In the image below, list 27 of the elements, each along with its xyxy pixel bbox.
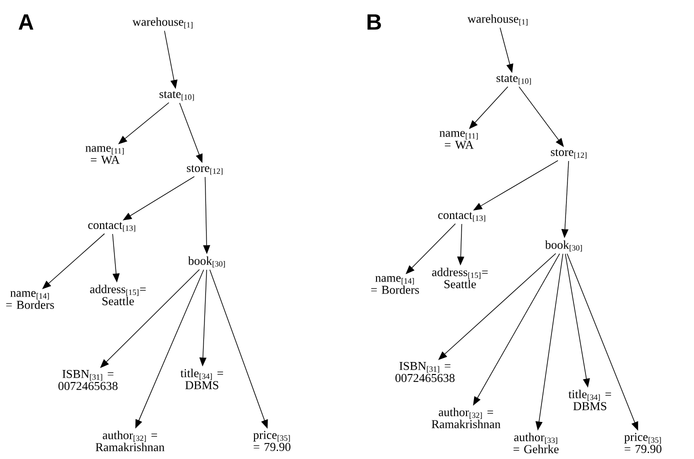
- tree-node-label: store$_{[12]}$: [550, 149, 586, 159]
- tree-node-label: name$_{[14]}$ = Borders: [371, 276, 419, 294]
- tree-node-label: price$_{[35]}$ = 79.90: [253, 430, 290, 452]
- tree-node-label: book$_{[30]}$: [188, 256, 225, 268]
- tree-node-label: book$_{[30]}$: [545, 240, 582, 252]
- tree-node-label: warehouse$_{[1]}$: [132, 17, 192, 29]
- panel-letter: A: [18, 14, 34, 30]
- tree-node-label: ISBN$_{[31]}$ = 0072465638: [58, 370, 118, 390]
- tree-node-label: address$_{[15]}$= Seattle: [432, 268, 488, 288]
- tree-node-label: author$_{[32]}$ = Ramakrishnan: [432, 408, 500, 428]
- tree-node-label: title$_{[34]}$ = DBMS: [180, 368, 224, 390]
- tree-node-label: name$_{[11]}$ = WA: [440, 131, 478, 149]
- tree-node-label: contact$_{[13]}$: [88, 222, 136, 232]
- tree-node-label: store$_{[12]}$: [186, 165, 222, 175]
- tree-node-label: address$_{[15]}$= Seattle: [90, 284, 146, 306]
- tree-node-label: contact$_{[13]}$: [438, 212, 486, 222]
- tree-node-label: price$_{[35]}$ = 79.90: [624, 432, 662, 454]
- tree-node-label: name$_{[14]}$ = Borders: [6, 291, 54, 309]
- tree-node-label: name$_{[11]}$ = WA: [86, 146, 124, 164]
- tree-node-label: warehouse$_{[1]}$: [467, 14, 528, 26]
- tree-node-label: author$_{[32]}$ = Ramakrishnan: [96, 430, 164, 452]
- tree-node-label: author$_{[33]}$ = Gehrke: [514, 432, 559, 454]
- panel-letter: B: [368, 14, 381, 30]
- tree-node-label: ISBN$_{[31]}$ = 0072465638: [395, 362, 455, 382]
- tree-node-label: title$_{[34]}$ = DBMS: [568, 390, 612, 410]
- tree-node-label: state$_{[10]}$: [496, 75, 531, 85]
- tree-node-label: state$_{[10]}$: [160, 91, 194, 101]
